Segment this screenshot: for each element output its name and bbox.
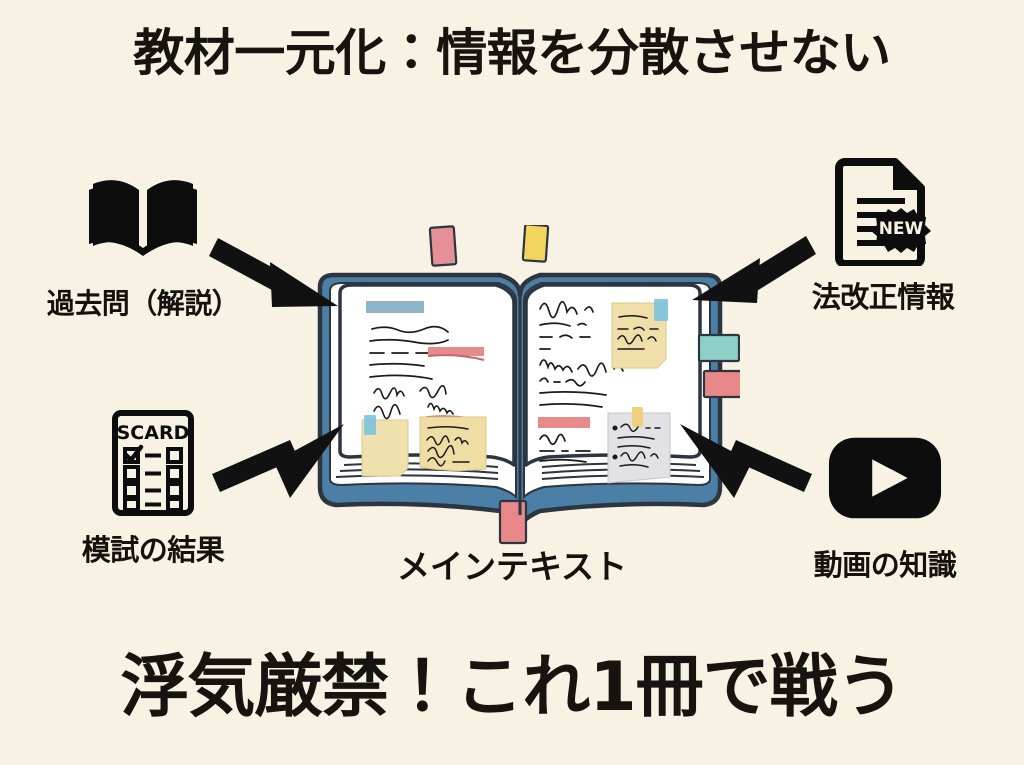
source-label-past-questions: 過去問（解説） [46, 287, 240, 320]
blue-highlight [366, 301, 424, 313]
source-item-mock-exam[interactable]: SCARD 模試の結果 [38, 405, 268, 569]
left-page-content [361, 301, 487, 477]
bottom-red-bookmark [498, 499, 528, 545]
source-label-law-revision: 法改正情報 [811, 280, 955, 314]
source-item-video-knowledge[interactable]: 動画の知識 [770, 420, 1000, 584]
red-highlight-left [428, 347, 484, 356]
page-footer-title: 浮気厳禁！これ1冊で戦う [120, 648, 904, 727]
side-tabs [697, 333, 740, 399]
document-new-badge-icon: NEW [825, 152, 941, 268]
top-bookmarks [428, 225, 550, 267]
red-highlight-right [538, 417, 590, 428]
source-label-video-knowledge: 動画の知識 [813, 548, 957, 582]
source-item-past-questions[interactable]: 過去問（解説） [28, 160, 258, 322]
source-label-mock-exam: 模試の結果 [81, 533, 225, 567]
center-label-main-textbook: メインテキスト [396, 547, 627, 586]
left-written-yellow-note [419, 416, 487, 472]
right-gray-bullet-note [607, 407, 671, 484]
scorecard-title-text: SCARD [117, 422, 190, 444]
scorecard-checklist-icon: SCARD [95, 405, 211, 521]
page-title: 教材一元化：情報を分散させない [133, 24, 891, 82]
right-page-content [538, 299, 671, 484]
new-badge-text: NEW [879, 219, 924, 239]
source-item-law-revision[interactable]: NEW 法改正情報 [768, 152, 998, 316]
open-book-icon [85, 160, 201, 276]
right-yellow-note [611, 299, 668, 369]
video-play-button-icon [827, 420, 943, 536]
left-plain-yellow-note [361, 415, 409, 477]
main-textbook-illustration [300, 225, 740, 545]
